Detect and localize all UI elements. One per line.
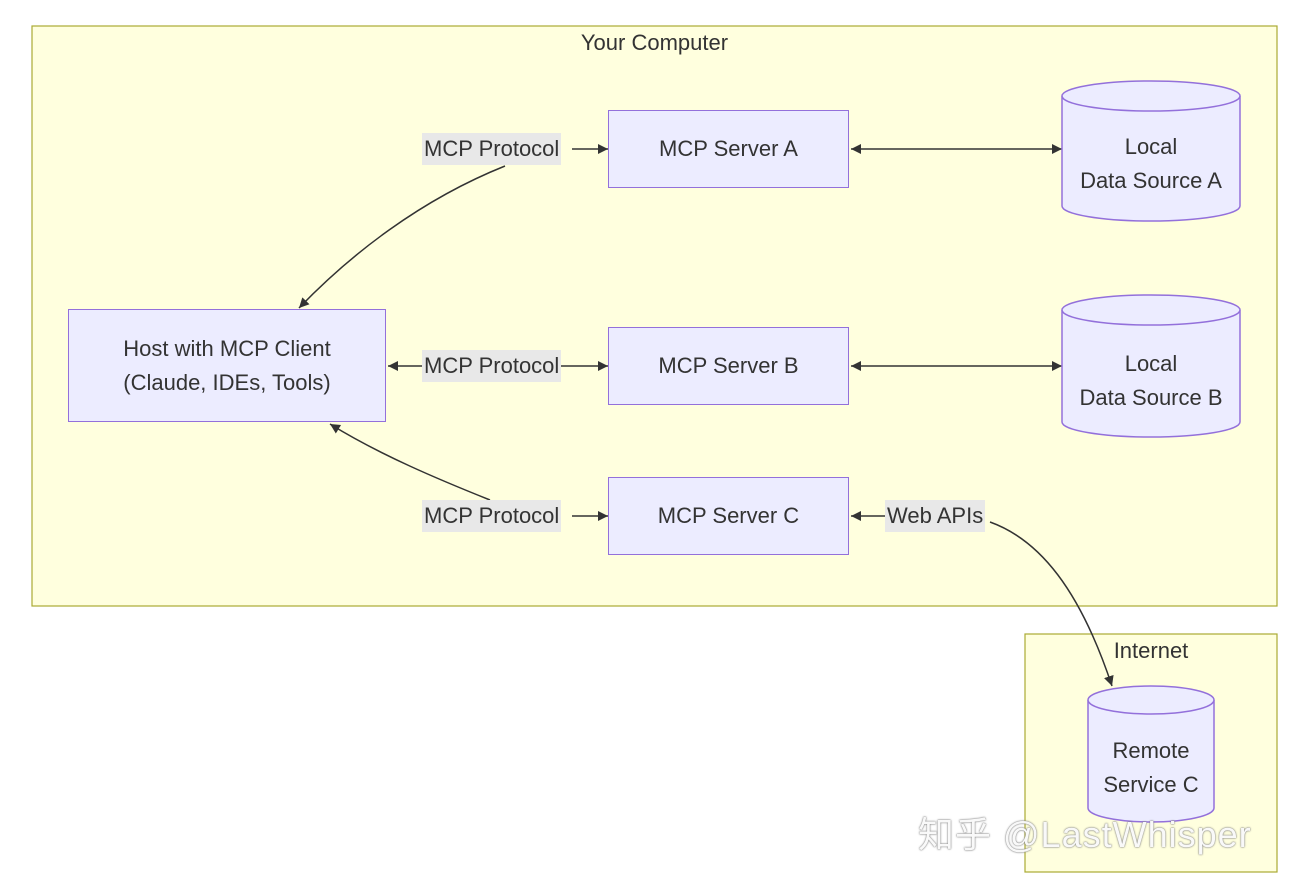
mcp-server-b-node: MCP Server B	[608, 327, 849, 405]
cylinder-remote-service-c	[1087, 685, 1215, 823]
edge-label-web-apis: Web APIs	[885, 500, 986, 532]
remote-service-c-line1: Remote	[1112, 738, 1190, 763]
remote-service-c-line2: Service C	[1103, 772, 1199, 797]
edge-label-protocol-b: MCP Protocol	[422, 350, 562, 382]
edge-label-protocol-a: MCP Protocol	[422, 133, 562, 165]
watermark: 知乎 @LastWhisper	[918, 814, 1252, 855]
cluster-title-internet: Internet	[1113, 638, 1189, 663]
data-source-b-label: Local Data Source B	[1062, 347, 1240, 415]
data-source-a-label: Local Data Source A	[1062, 130, 1240, 198]
host-node-line1: Host with MCP Client	[123, 335, 331, 361]
cylinder-data-source-b	[1061, 294, 1241, 438]
mcp-server-a-node: MCP Server A	[608, 110, 849, 188]
edge-label-protocol-c: MCP Protocol	[422, 500, 562, 532]
edge-server-a-to-host	[298, 165, 506, 309]
data-source-b-line2: Data Source B	[1079, 385, 1223, 410]
data-source-a-line1: Local	[1124, 134, 1178, 159]
cluster-title-your-computer: Your Computer	[580, 30, 729, 55]
mcp-server-c-node: MCP Server C	[608, 477, 849, 555]
cylinder-data-source-a	[1061, 80, 1241, 222]
data-source-a-line2: Data Source A	[1080, 168, 1222, 193]
remote-service-c-label: Remote Service C	[1088, 734, 1214, 802]
edge-web-apis-to-remote	[989, 521, 1114, 687]
host-node-line2: (Claude, IDEs, Tools)	[123, 369, 331, 395]
edge-server-c-to-host	[329, 423, 491, 501]
host-node: Host with MCP Client (Claude, IDEs, Tool…	[68, 309, 386, 422]
data-source-b-line1: Local	[1124, 351, 1178, 376]
